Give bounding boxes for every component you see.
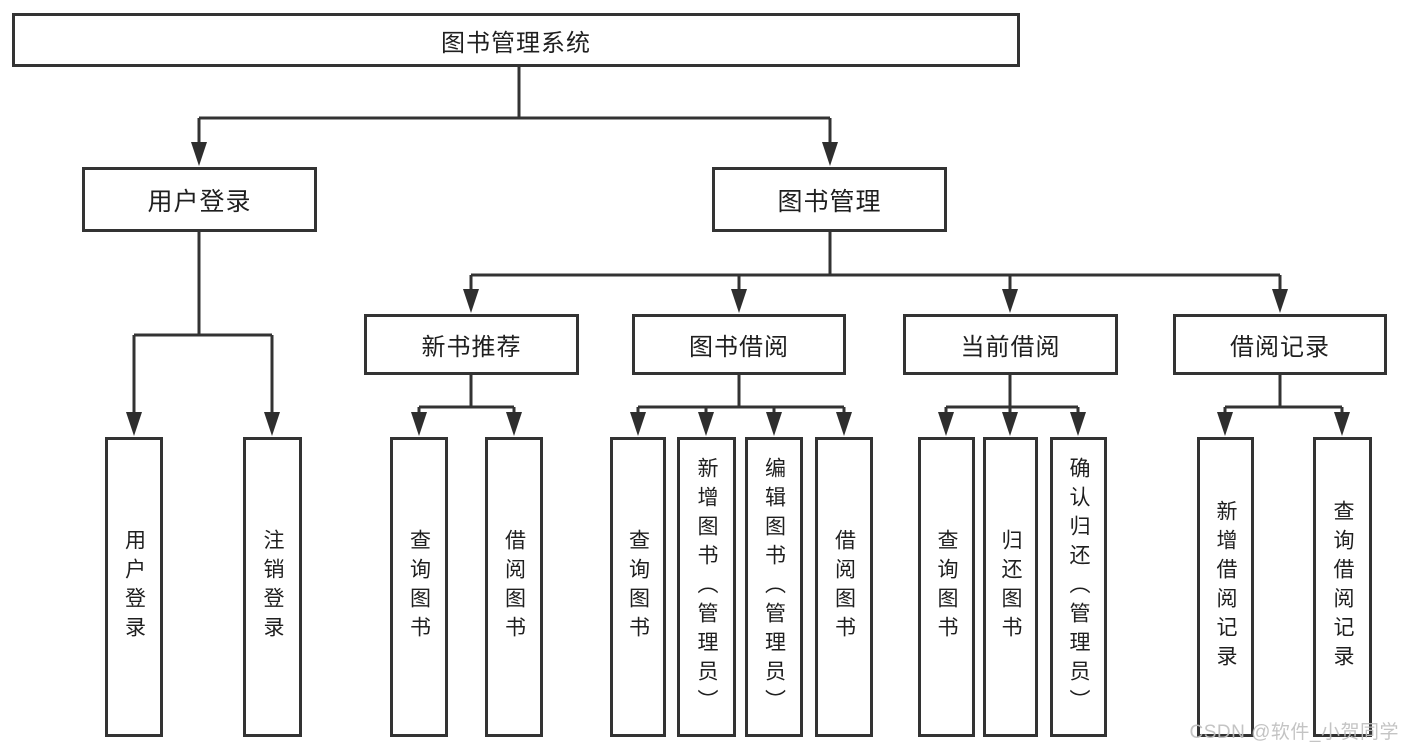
leaf-add-borrow-record: 新增借阅记录 [1197, 437, 1254, 737]
leaf-query-books-3-label: 查询图书 [935, 529, 958, 645]
node-book-borrow: 图书借阅 [632, 314, 846, 375]
leaf-edit-books-admin: 编辑图书（管理员） [745, 437, 803, 737]
leaf-query-borrow-record-label: 查询借阅记录 [1331, 500, 1354, 674]
leaf-query-books-3: 查询图书 [918, 437, 975, 737]
leaf-return-books-label: 归还图书 [999, 529, 1022, 645]
leaf-borrow-books-2: 借阅图书 [815, 437, 873, 737]
node-current-borrow: 当前借阅 [903, 314, 1118, 375]
node-user-login: 用户登录 [82, 167, 317, 232]
leaf-query-borrow-record: 查询借阅记录 [1313, 437, 1372, 737]
leaf-borrow-books-1-label: 借阅图书 [502, 529, 526, 645]
leaf-confirm-return-admin-label: 确认归还（管理员） [1067, 456, 1090, 718]
leaf-return-books: 归还图书 [983, 437, 1038, 737]
node-borrow-records: 借阅记录 [1173, 314, 1387, 375]
leaf-borrow-books-1: 借阅图书 [485, 437, 543, 737]
node-new-book-recommend: 新书推荐 [364, 314, 579, 375]
leaf-query-books-1: 查询图书 [390, 437, 448, 737]
leaf-borrow-books-2-label: 借阅图书 [832, 529, 856, 645]
leaf-logout-label: 注销登录 [261, 529, 284, 645]
leaf-query-books-2-label: 查询图书 [626, 529, 650, 645]
node-new-book-recommend-label: 新书推荐 [421, 334, 522, 361]
leaf-edit-books-admin-label: 编辑图书（管理员） [762, 456, 786, 718]
node-book-management-label: 图书管理 [777, 187, 882, 216]
node-user-login-label: 用户登录 [147, 187, 252, 216]
leaf-query-books-2: 查询图书 [610, 437, 666, 737]
node-root-system: 图书管理系统 [12, 13, 1020, 67]
leaf-user-login-label: 用户登录 [122, 529, 146, 645]
node-book-management: 图书管理 [712, 167, 947, 232]
leaf-add-borrow-record-label: 新增借阅记录 [1214, 500, 1237, 674]
leaf-user-login: 用户登录 [105, 437, 163, 737]
leaf-query-books-1-label: 查询图书 [407, 529, 431, 645]
leaf-logout: 注销登录 [243, 437, 302, 737]
leaf-add-books-admin-label: 新增图书（管理员） [695, 456, 718, 718]
csdn-watermark: CSDN @软件_小贺同学 [1189, 722, 1399, 743]
leaf-confirm-return-admin: 确认归还（管理员） [1050, 437, 1107, 737]
node-root-label: 图书管理系统 [441, 29, 591, 57]
leaf-add-books-admin: 新增图书（管理员） [677, 437, 736, 737]
node-book-borrow-label: 图书借阅 [689, 334, 789, 361]
node-current-borrow-label: 当前借阅 [960, 334, 1061, 361]
node-borrow-records-label: 借阅记录 [1230, 334, 1330, 361]
